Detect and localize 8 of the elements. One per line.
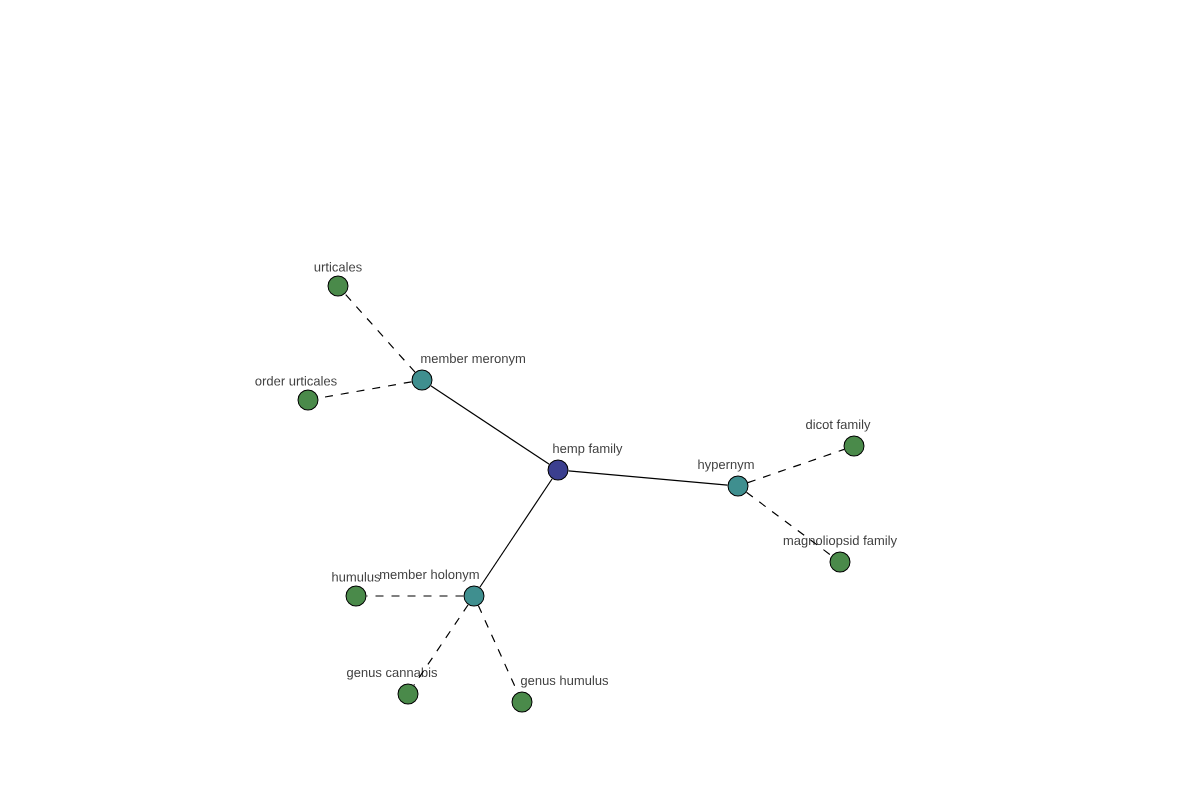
connector-line [344,293,416,373]
connector-line [430,385,550,465]
connector-line [745,491,833,557]
connector-line [413,604,469,686]
connector-line [365,595,465,597]
connector-line [479,478,553,588]
connector-line [567,470,729,486]
connector-line [747,448,845,484]
